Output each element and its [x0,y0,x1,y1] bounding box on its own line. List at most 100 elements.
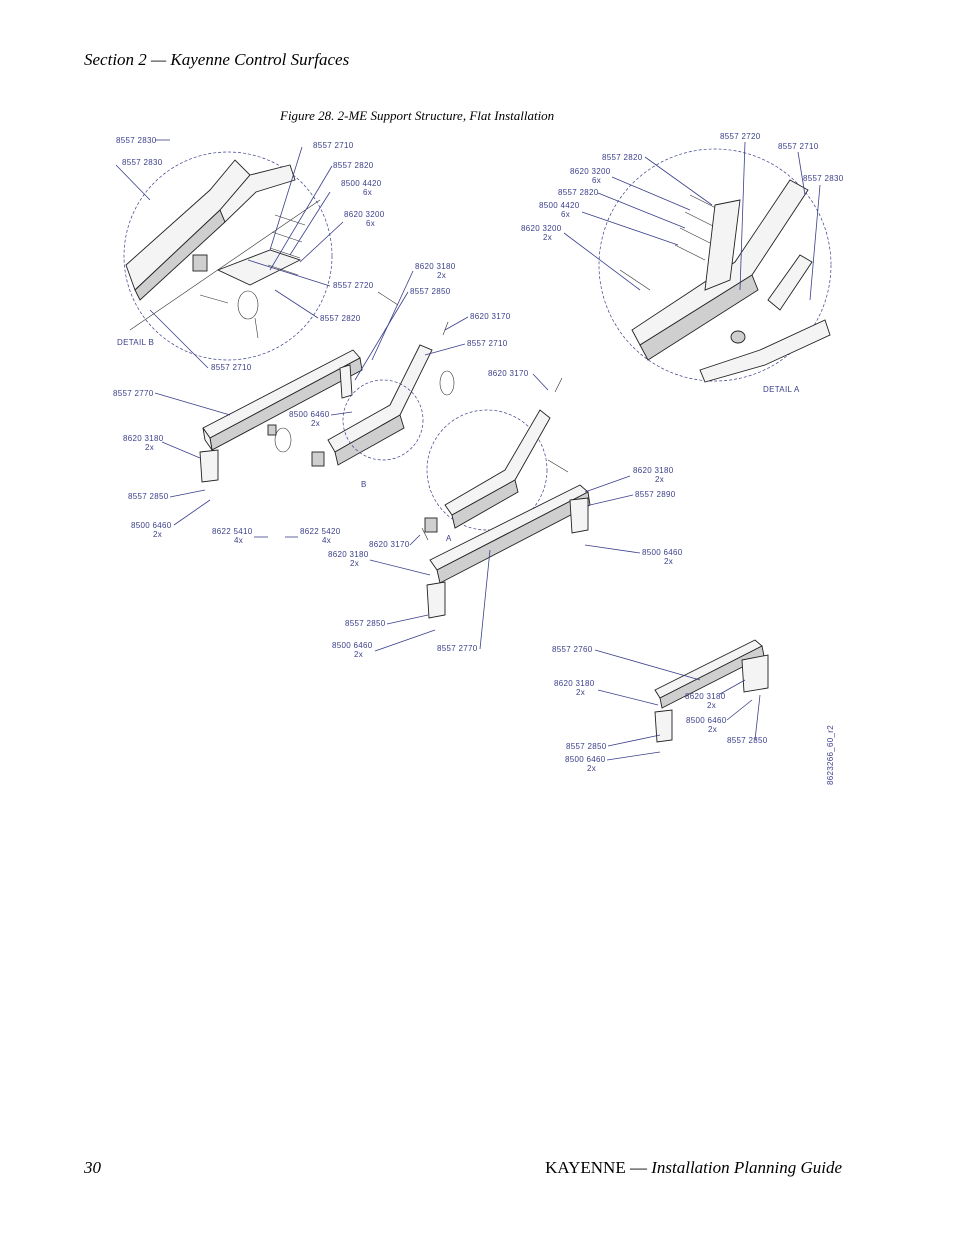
leader-line [606,751,661,761]
leader-line [374,629,436,652]
quantity-label: 2x [153,530,162,539]
leader-line [149,309,209,369]
part-number-label: 8620 3180 [554,679,595,688]
part-number-label: 8620 3170 [470,312,511,321]
leader-line [169,489,206,498]
leader-line [444,316,469,331]
part-number-label: 8557 2830 [803,174,844,183]
part-number-label: 8622 5420 [300,527,341,536]
leader-line [611,176,691,211]
part-number-label: 8557 2710 [313,141,354,150]
leader-line [797,151,806,196]
leader-line [584,475,631,493]
part-number-label: 8557 2820 [602,153,643,162]
detail-a-drawing [619,179,831,383]
leader-line [607,734,661,747]
part-number-label: 8620 3200 [344,210,385,219]
leader-line [644,156,713,206]
leader-line [409,534,421,546]
leader-line [563,232,641,291]
footer-dash: — [625,1158,652,1177]
leader-line [597,192,686,229]
leader-line [269,165,333,271]
part-number-label: 8557 2820 [558,188,599,197]
quantity-label: 6x [592,176,601,185]
detail-b-circle [123,151,333,361]
quantity-label: 6x [561,210,570,219]
leader-line [581,211,679,246]
leader-line [424,343,466,356]
section-header: Section 2 — Kayenne Control Surfaces [84,50,350,69]
leader-line [115,164,151,201]
detail-b-label: DETAIL B [117,338,154,347]
quantity-label: 2x [655,475,664,484]
leader-line [589,494,634,506]
footer-doc-subtitle: Installation Planning Guide [651,1158,842,1177]
leader-line [719,679,746,695]
leader-line [739,141,746,291]
part-number-label: 8500 6460 [642,548,683,557]
leader-line [269,146,303,251]
part-number-label: 8622 5410 [212,527,253,536]
part-number-label: 8557 2770 [437,644,478,653]
marker-b: B [361,480,367,489]
part-number-label: 8500 4420 [341,179,382,188]
part-number-label: 8557 2710 [778,142,819,151]
part-number-label: 8557 2850 [128,492,169,501]
part-number-label: 8500 6460 [289,410,330,419]
marker-a: A [446,534,452,543]
quantity-label: 4x [234,536,243,545]
part-number-label: 8557 2850 [345,619,386,628]
leader-line [584,544,641,554]
leader-line [330,411,353,416]
part-number-label: 8557 2720 [333,281,374,290]
quantity-label: 2x [350,559,359,568]
quantity-label: 2x [145,443,154,452]
part-number-label: 8557 2890 [635,490,676,499]
part-number-label: 8557 2710 [211,363,252,372]
part-number-label: 8557 2820 [333,161,374,170]
leader-line [386,614,429,625]
part-number-label: 8557 2850 [727,736,768,745]
leader-line [479,549,491,650]
detail-b-drawing [125,159,321,339]
leader-line [809,184,821,301]
part-number-label: 8620 3180 [328,550,369,559]
leader-line [597,689,659,706]
part-number-label: 8557 2830 [122,158,163,167]
quantity-label: 2x [311,419,320,428]
part-number-label: 8557 2720 [720,132,761,141]
main-assembly [199,291,591,619]
leader-line [594,649,701,681]
quantity-label: 2x [587,764,596,773]
leader-line [247,259,331,287]
small-assembly [654,639,769,743]
part-number-label: 8620 3200 [521,224,562,233]
quantity-label: 6x [366,219,375,228]
quantity-label: 2x [437,271,446,280]
leader-line [369,559,431,576]
quantity-label: 2x [708,725,717,734]
footer-doc-title: KAYENNE [545,1158,626,1177]
leader-line [532,373,549,391]
part-number-label: 8557 2760 [552,645,593,654]
part-number-label: 8620 3180 [685,692,726,701]
assembly-diagram: DETAIL B DETAIL A [113,132,844,785]
leader-line [289,191,331,256]
leader-line [274,289,319,319]
leader-line [754,694,761,741]
part-number-label: 8500 6460 [686,716,727,725]
leader-line [354,291,409,381]
part-number-label: 8557 2820 [320,314,361,323]
part-number-label: 8620 3180 [415,262,456,271]
quantity-label: 2x [543,233,552,242]
part-number-label: 8557 2830 [116,136,157,145]
quantity-label: 2x [576,688,585,697]
part-number-label: 8557 2850 [566,742,607,751]
quantity-label: 2x [354,650,363,659]
part-number-label: 8557 2770 [113,389,154,398]
leader-line [371,270,414,361]
leader-line [161,441,201,459]
page-number: 30 [84,1158,101,1177]
quantity-label: 4x [322,536,331,545]
